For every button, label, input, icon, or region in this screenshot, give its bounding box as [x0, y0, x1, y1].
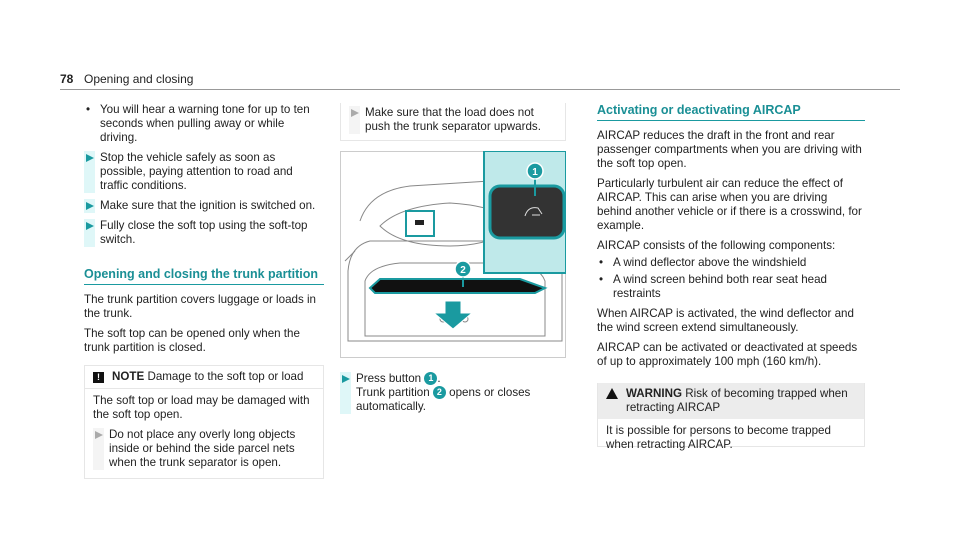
exclamation-icon: !: [93, 372, 104, 383]
paragraph: The soft top can be opened only when the…: [84, 327, 300, 354]
paragraph: Particularly turbulent air can reduce th…: [597, 177, 862, 232]
paragraph: AIRCAP consists of the following compone…: [597, 239, 836, 252]
section-title: Opening and closing: [84, 72, 194, 86]
callout-1: [526, 162, 544, 180]
step-text: Make sure that the ignition is switched …: [100, 199, 316, 212]
step-text: Trunk partition: [356, 386, 430, 399]
callout-badge-2: 2: [432, 386, 446, 400]
section-heading: Activating or deactivating AIRCAP: [597, 103, 865, 121]
trunk-partition-figure: 1 2: [340, 151, 566, 358]
note-header: ! NOTE Damage to the soft top or load: [85, 365, 323, 389]
svg-text:2: 2: [460, 265, 466, 276]
arrow-icon: [84, 151, 95, 193]
note-box: ! NOTE Damage to the soft top or load The…: [84, 365, 324, 479]
bullet-item: A wind deflector above the windshield: [597, 256, 865, 270]
step-text: Stop the vehicle safely as soon as possi…: [100, 151, 293, 192]
step-text: Fully close the soft top using the soft-…: [100, 219, 308, 246]
paragraph: When AIRCAP is activated, the wind defle…: [597, 307, 854, 334]
down-arrow-icon: [432, 300, 474, 330]
bullet-item: You will hear a warning tone for up to t…: [84, 103, 324, 145]
step-item: Stop the vehicle safely as soon as possi…: [84, 151, 324, 193]
column-1: You will hear a warning tone for up to t…: [84, 103, 324, 479]
step-item: Press button 1. Trunk partition 2 opens …: [340, 372, 566, 414]
callout-badge-1: 1: [424, 372, 438, 386]
trunk-partition: [368, 278, 548, 294]
paragraph: The trunk partition covers luggage or lo…: [84, 293, 317, 320]
arrow-icon: [84, 199, 95, 213]
step-item: Fully close the soft top using the soft-…: [84, 219, 324, 247]
step-text: Make sure that the load does not push th…: [365, 106, 541, 133]
header-divider: [60, 89, 900, 90]
svg-text:1: 1: [532, 167, 538, 178]
warning-box: WARNING Risk of becoming trapped when re…: [597, 383, 865, 451]
warning-title: Risk of becoming trapped when retracting…: [626, 387, 848, 414]
warning-body: It is possible for persons to become tra…: [606, 424, 831, 451]
step-text: Do not place any overly long objects ins…: [109, 428, 296, 469]
button-highlight: [405, 210, 435, 237]
paragraph: AIRCAP can be activated or deactivated a…: [597, 341, 858, 368]
bullet-item: A wind screen behind both rear seat head…: [597, 273, 865, 301]
arrow-icon: [349, 106, 360, 134]
step-item: Make sure that the ignition is switched …: [84, 199, 324, 213]
step-item: Do not place any overly long objects ins…: [93, 428, 315, 470]
section-heading: Opening and closing the trunk partition: [84, 267, 324, 285]
arrow-icon: [340, 372, 351, 414]
arrow-icon: [84, 219, 95, 247]
page-number: 78: [60, 72, 74, 86]
note-body: The soft top or load may be damaged with…: [93, 394, 310, 421]
note-title: Damage to the soft top or load: [147, 370, 304, 383]
paragraph: AIRCAP reduces the draft in the front an…: [597, 129, 862, 170]
arrow-icon: [93, 428, 104, 470]
warning-triangle-icon: [606, 388, 618, 399]
warning-header: WARNING Risk of becoming trapped when re…: [598, 383, 864, 419]
note-label: NOTE: [112, 370, 145, 383]
step-item: Make sure that the load does not push th…: [349, 106, 557, 134]
step-text: Press button: [356, 372, 422, 385]
column-3: Activating or deactivating AIRCAP AIRCAP…: [597, 103, 865, 451]
column-2: Make sure that the load does not push th…: [340, 103, 566, 420]
warning-label: WARNING: [626, 387, 683, 400]
callout-2: [454, 260, 472, 278]
step-text: opens or closes automatically.: [356, 386, 531, 413]
note-box-continued: Make sure that the load does not push th…: [340, 103, 566, 141]
